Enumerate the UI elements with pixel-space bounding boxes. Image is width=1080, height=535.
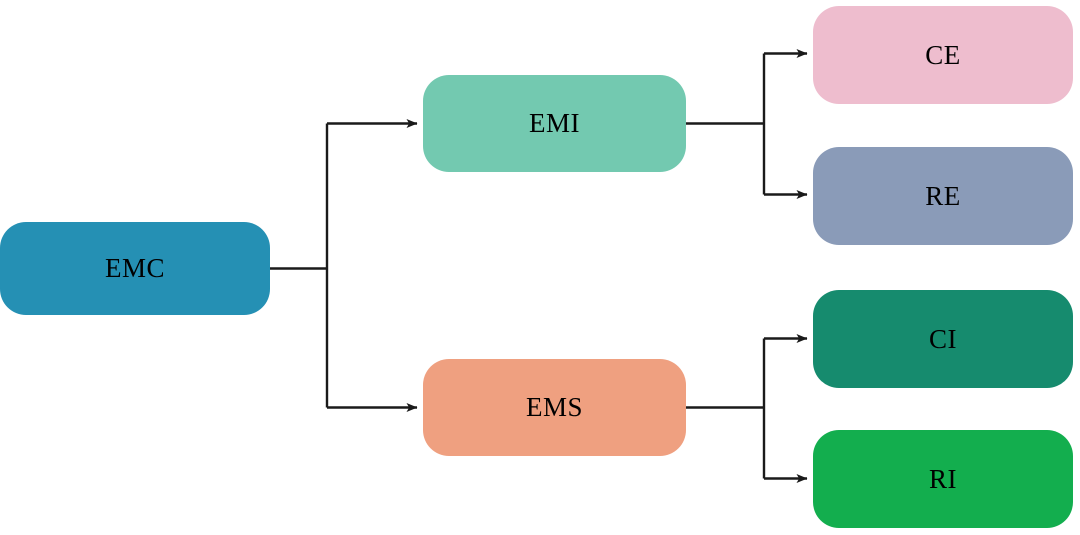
node-emc-label: EMC (104, 253, 165, 283)
node-ce[interactable]: CE (813, 6, 1073, 104)
node-emi-label: EMI (529, 108, 580, 138)
node-ems-label: EMS (525, 392, 584, 422)
node-emi[interactable]: EMI (423, 75, 686, 172)
node-ri-label: RI (929, 463, 957, 494)
node-ems[interactable]: EMS (423, 359, 686, 456)
node-emc[interactable]: EMC (0, 222, 270, 315)
node-ci[interactable]: CI (813, 290, 1073, 388)
node-re[interactable]: RE (813, 147, 1073, 245)
node-re-label: RE (925, 180, 961, 211)
node-ce-label: CE (925, 39, 961, 70)
node-ci-label: CI (929, 323, 957, 354)
node-ri[interactable]: RI (813, 430, 1073, 528)
